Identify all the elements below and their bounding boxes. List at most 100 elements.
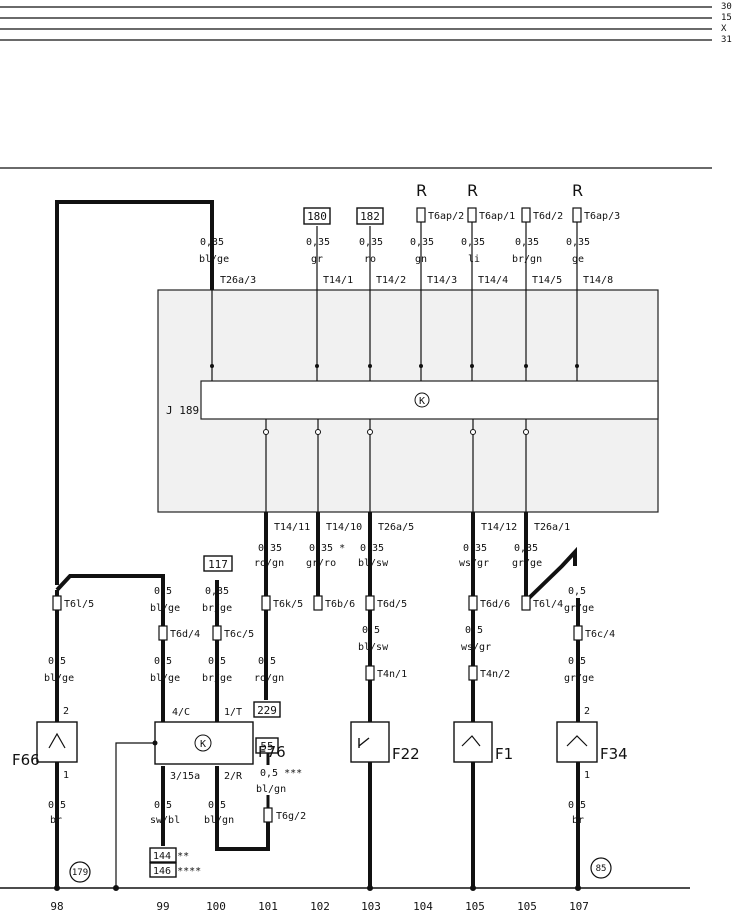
pin-dot	[210, 364, 214, 368]
wire-color: ws/gr	[461, 642, 491, 653]
component-label: F22	[392, 745, 420, 763]
switch-icon	[461, 735, 481, 747]
connector-icon	[468, 665, 478, 681]
terminal-number: 117	[208, 558, 228, 571]
connector-icon	[521, 595, 531, 611]
wire-size: 0,35	[463, 543, 487, 554]
wire-color: bl/gn	[256, 784, 286, 795]
component-pin: 2	[584, 706, 590, 717]
bus-junctions	[54, 885, 581, 891]
wire-size: 0,5	[48, 800, 66, 811]
wire-color: bl/gn	[204, 815, 234, 826]
component-pin: 1	[63, 770, 69, 781]
wire-color: gr/ge	[564, 673, 594, 684]
terminal-box-117	[203, 555, 233, 572]
wire-color: br/gn	[512, 254, 542, 265]
pin-dot	[575, 364, 579, 368]
wire-size: 0,5	[154, 586, 172, 597]
track-number: 98	[50, 900, 63, 913]
track-number: 102	[310, 900, 330, 913]
component-pin: 4/C	[172, 707, 190, 718]
connector-icon	[212, 625, 222, 641]
connector-icon	[573, 625, 583, 641]
component-pin: 1/T	[224, 707, 242, 718]
connector-label: T6d/4	[170, 629, 200, 640]
pin-label: T14/3	[427, 275, 457, 286]
wire-track-100-lower	[215, 766, 270, 851]
ground-label: 85	[596, 864, 607, 874]
connector-label: T6g/2	[276, 811, 306, 822]
wire-size: 0,5	[154, 800, 172, 811]
track-number: 105	[465, 900, 485, 913]
junction-dot	[470, 885, 476, 891]
upper-wires	[211, 222, 578, 381]
pin-dot	[470, 429, 476, 435]
wire-color: bl/ge	[44, 673, 74, 684]
pin-label: T14/11	[274, 522, 310, 533]
wire-color: bl/ge	[150, 603, 180, 614]
wire-size: 0,35 *	[309, 543, 345, 554]
terminal-number: 144 **	[153, 851, 189, 862]
rail-label-30: 30	[721, 2, 732, 12]
component-label: F66	[12, 751, 40, 769]
rail-label-31: 31	[721, 35, 732, 45]
wire-color: bl/ge	[199, 254, 229, 265]
wire-color: br/ge	[202, 603, 232, 614]
pin-label: T14/2	[376, 275, 406, 286]
wire-color: gr/ge	[564, 603, 594, 614]
control-unit-label: J 189	[166, 404, 199, 417]
upper-pin-dots	[210, 364, 579, 368]
wire-color: li	[468, 254, 480, 265]
pin-dot	[367, 429, 373, 435]
wire-size: 0,5	[48, 656, 66, 667]
connector-icon	[261, 595, 271, 611]
connector-label: T6b/6	[325, 599, 355, 610]
control-unit-symbol-text: K	[419, 396, 425, 407]
wire-f76-ground	[115, 742, 155, 888]
f76-symbol-text: K	[200, 739, 206, 750]
component-pin: 2/R	[224, 771, 243, 782]
component-label: F1	[495, 745, 513, 763]
wire-size: 0,35	[360, 543, 384, 554]
wire-color: bl/sw	[358, 642, 389, 653]
switch-icon	[566, 735, 588, 747]
wire-color: gn	[415, 254, 427, 265]
r-marker: R	[467, 181, 478, 200]
junction-dot	[54, 885, 60, 891]
component-f34	[556, 721, 598, 763]
component-pin: 3/15a	[170, 771, 200, 782]
component-f66	[36, 721, 78, 763]
component-pin: 1	[584, 770, 590, 781]
connector-icon	[467, 207, 477, 223]
wire-size: 0,5	[258, 656, 276, 667]
pin-dot	[524, 364, 528, 368]
wire-track-106	[524, 512, 577, 602]
component-label: F34	[600, 745, 628, 763]
terminal-box-229	[253, 701, 281, 718]
wire-t26a3-feed	[55, 200, 214, 585]
connector-icon	[521, 207, 531, 223]
r-marker: R	[416, 181, 427, 200]
r-marker: R	[572, 181, 583, 200]
wire-size: 0,5	[154, 656, 172, 667]
pin-label: T14/4	[478, 275, 508, 286]
wire-size: 0,35	[205, 586, 229, 597]
connector-icon	[52, 595, 62, 611]
wire-size: 0,5	[568, 656, 586, 667]
connector-icon	[313, 595, 323, 611]
connector-label: T6l/4	[533, 599, 563, 610]
pin-dot	[263, 429, 269, 435]
connector-icon	[572, 207, 582, 223]
wire-size: 0,5	[362, 625, 380, 636]
connector-label: T6ap/1	[479, 211, 515, 222]
wire-size: 0,5	[208, 800, 226, 811]
connector-label: T4n/1	[377, 669, 407, 680]
connector-label: T4n/2	[480, 669, 510, 680]
wire-color: gr/ro	[306, 558, 336, 569]
connector-icon	[468, 595, 478, 611]
junction-dot	[152, 740, 158, 746]
terminal-number: 146 ****	[153, 866, 201, 877]
pin-label: T26a/1	[534, 522, 570, 533]
wire-color: gr	[311, 254, 323, 265]
wire-size: 0,5	[568, 800, 586, 811]
